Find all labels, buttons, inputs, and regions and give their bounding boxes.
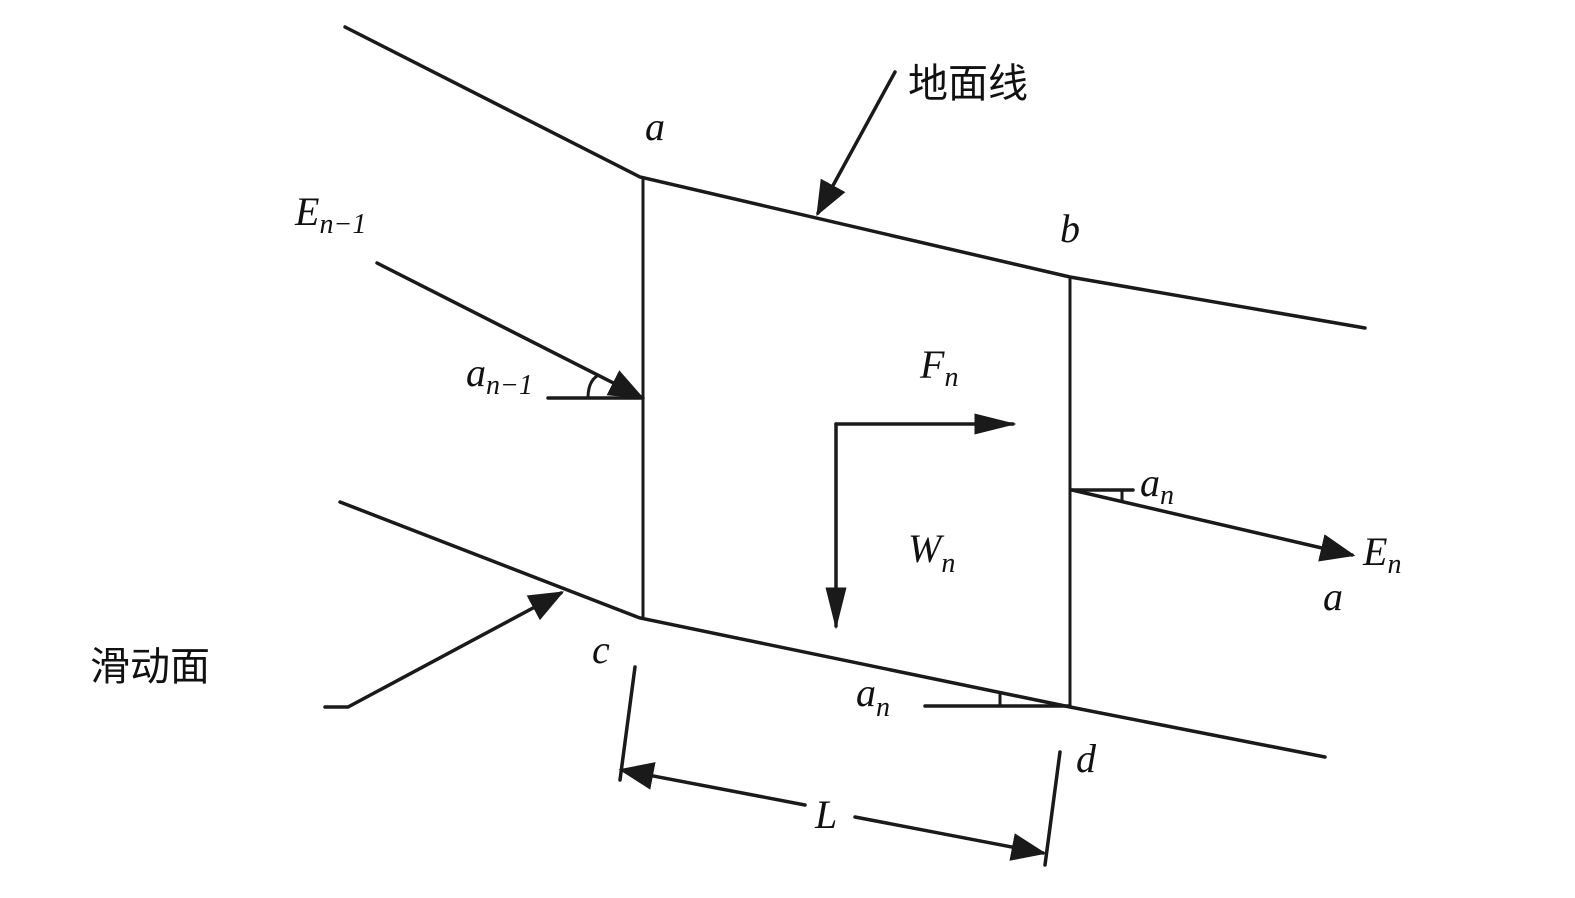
l-tick-left bbox=[618, 665, 637, 782]
e-prev-label: En−1 bbox=[294, 189, 366, 240]
slip-surface-pointer-arrow bbox=[323, 591, 565, 709]
slip-surface-label: 滑动面 bbox=[90, 644, 210, 690]
l-tick-right bbox=[1043, 750, 1062, 867]
point-d-label: d bbox=[1076, 736, 1097, 781]
point-b-label: b bbox=[1060, 206, 1080, 251]
w-n-label: Wn bbox=[908, 526, 955, 579]
slip-surface-line bbox=[338, 500, 1327, 759]
length-l-label: L bbox=[814, 792, 837, 837]
alpha-prev-angle-arc bbox=[586, 374, 598, 399]
alpha-n-right-label: an bbox=[1140, 460, 1174, 511]
alpha-n-bottom-label: an bbox=[856, 670, 890, 723]
l-dimension-arrow-left bbox=[618, 762, 807, 807]
alpha-prev-label: an−1 bbox=[466, 350, 533, 401]
l-dimension-arrow-right bbox=[853, 815, 1047, 861]
point-c-label: c bbox=[592, 627, 610, 672]
angle-a-label: a bbox=[1323, 574, 1343, 619]
ground-line-pointer-arrow bbox=[816, 70, 897, 217]
ground-line bbox=[343, 25, 1367, 330]
ground-line-label: 地面线 bbox=[908, 61, 1028, 107]
e-n-label: En bbox=[1362, 529, 1401, 580]
f-n-label: Fn bbox=[919, 342, 958, 393]
point-a-label: a bbox=[645, 104, 665, 149]
e-prev-force-arrow bbox=[375, 261, 645, 399]
e-n-force-arrow bbox=[1070, 488, 1356, 562]
